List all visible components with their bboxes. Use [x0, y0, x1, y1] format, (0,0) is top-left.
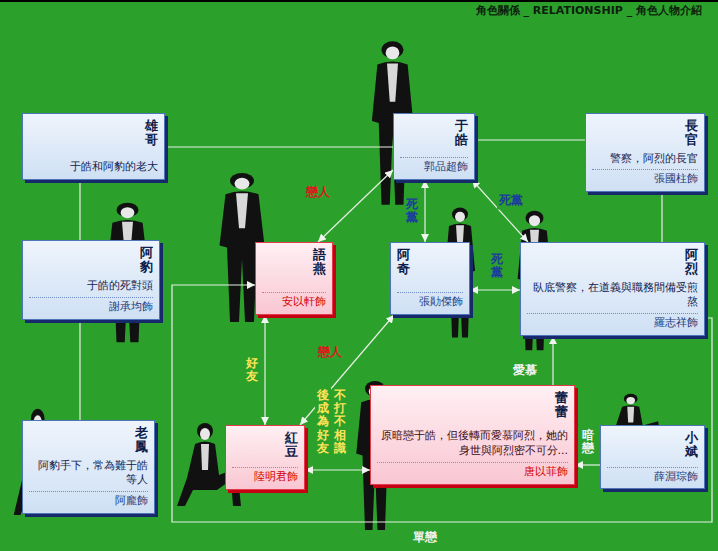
relation-label: 死黨: [404, 197, 420, 225]
box-body: 郭品超飾: [400, 150, 468, 175]
character-box: 雄哥于皓和阿豹的老大: [22, 113, 165, 180]
character-box: 紅豆陸明君飾: [225, 425, 305, 490]
character-name: 蕾蕾: [555, 391, 568, 420]
relation-line: [472, 180, 528, 242]
role-description: 臥底警察，在道義與職務間備受煎熬: [527, 281, 698, 311]
character-name: 長官: [685, 119, 698, 148]
character-name: 語燕: [313, 248, 326, 277]
relation-line: [79, 180, 80, 240]
relation-line: [172, 285, 712, 522]
box-body: 于皓和阿豹的老大: [29, 156, 158, 175]
character-name: 阿豹: [140, 246, 153, 275]
actor-credit: 安以軒飾: [262, 292, 326, 310]
person-photo: [356, 381, 394, 530]
character-box: 長官警察，阿烈的長官張國柱飾: [585, 113, 705, 192]
character-name: 阿奇: [397, 248, 410, 277]
character-box: 蕾蕾原暗戀于皓，但後轉而愛慕阿烈，她的身世與阿烈密不可分... 唐以菲飾: [370, 385, 575, 485]
relation-line: [424, 180, 425, 242]
relation-label: 單戀: [411, 528, 439, 547]
box-body: 薛淵琮飾: [607, 460, 698, 485]
character-box: 語燕安以軒飾: [255, 242, 333, 315]
character-box: 于皓郭品超飾: [393, 113, 475, 180]
box-body: 陸明君飾: [232, 460, 298, 485]
relation-label: 死黨: [489, 252, 505, 280]
relation-label: 暗戀: [580, 428, 596, 456]
actor-credit: 張國柱飾: [592, 169, 698, 187]
box-body: 原暗戀于皓，但後轉而愛慕阿烈，她的身世與阿烈密不可分... 唐以菲飾: [377, 425, 568, 480]
relation-label: 不打不相識: [332, 388, 348, 456]
page-title: 角色關係 _ RELATIONSHIP _ 角色人物介紹: [476, 3, 702, 18]
relation-line: [475, 139, 585, 140]
character-name: 小斌: [685, 431, 698, 460]
box-body: 臥底警察，在道義與職務間備受煎熬羅志祥飾: [527, 277, 698, 332]
person-photo: [445, 208, 475, 338]
role-description: 于皓的死對頭: [29, 279, 153, 294]
relation-label: 愛慕: [511, 361, 539, 380]
character-box: 小斌薛淵琮飾: [600, 425, 705, 489]
relation-line: [264, 315, 265, 425]
box-body: 阿豹手下，常為難于皓等人阿龐飾: [29, 455, 148, 510]
character-box: 阿奇張勛傑飾: [390, 242, 470, 315]
actor-credit: 郭品超飾: [400, 157, 468, 175]
character-name: 紅豆: [285, 431, 298, 460]
person-photo: [607, 394, 662, 445]
role-description: 于皓和阿豹的老大: [29, 160, 158, 175]
relation-label: 戀人: [304, 183, 332, 202]
role-description: 警察，阿烈的長官: [592, 152, 698, 167]
actor-credit: 薛淵琮飾: [607, 467, 698, 485]
role-description: 阿豹手下，常為難于皓等人: [29, 459, 148, 489]
person-photo: [220, 173, 265, 322]
actor-credit: 陸明君飾: [232, 467, 298, 485]
actor-credit: 張勛傑飾: [397, 292, 463, 310]
character-box: 阿豹于皓的死對頭謝承均飾: [22, 240, 160, 320]
actor-credit: 謝承均飾: [29, 297, 153, 315]
box-body: 安以軒飾: [262, 285, 326, 310]
character-name: 老鳳: [135, 426, 148, 455]
box-body: 于皓的死對頭謝承均飾: [29, 275, 153, 315]
character-box: 老鳳阿豹手下，常為難于皓等人阿龐飾: [22, 420, 155, 514]
character-name: 于皓: [455, 119, 468, 148]
relation-line: [661, 192, 662, 242]
box-body: 張勛傑飾: [397, 285, 463, 310]
person-photo: [177, 423, 241, 506]
person-photo: [372, 41, 413, 205]
relation-line: [79, 320, 80, 420]
person-photo: [518, 211, 552, 351]
actor-credit: 羅志祥飾: [527, 313, 698, 331]
relation-line: [552, 336, 553, 385]
actor-credit: 唐以菲飾: [377, 462, 568, 480]
role-description: 原暗戀于皓，但後轉而愛慕阿烈，她的身世與阿烈密不可分...: [377, 429, 568, 459]
relation-line: [305, 469, 370, 470]
relation-line: [300, 315, 394, 425]
header-rule: [0, 0, 718, 2]
person-photo: [107, 203, 148, 343]
character-box: 阿烈臥底警察，在道義與職務間備受煎熬羅志祥飾: [520, 242, 705, 336]
relation-line: [470, 289, 520, 290]
relation-line: [165, 146, 393, 147]
relation-label: 後成為好友: [315, 388, 331, 456]
relation-label: 死黨: [497, 191, 525, 210]
relation-line: [318, 170, 393, 242]
character-name: 阿烈: [685, 248, 698, 277]
relation-label: 戀人: [316, 343, 344, 362]
character-name: 雄哥: [145, 119, 158, 148]
person-photo: [14, 409, 69, 515]
actor-credit: 阿龐飾: [29, 491, 148, 509]
relation-line: [575, 464, 600, 465]
box-body: 警察，阿烈的長官張國柱飾: [592, 148, 698, 188]
relation-label: 好友: [244, 356, 260, 384]
